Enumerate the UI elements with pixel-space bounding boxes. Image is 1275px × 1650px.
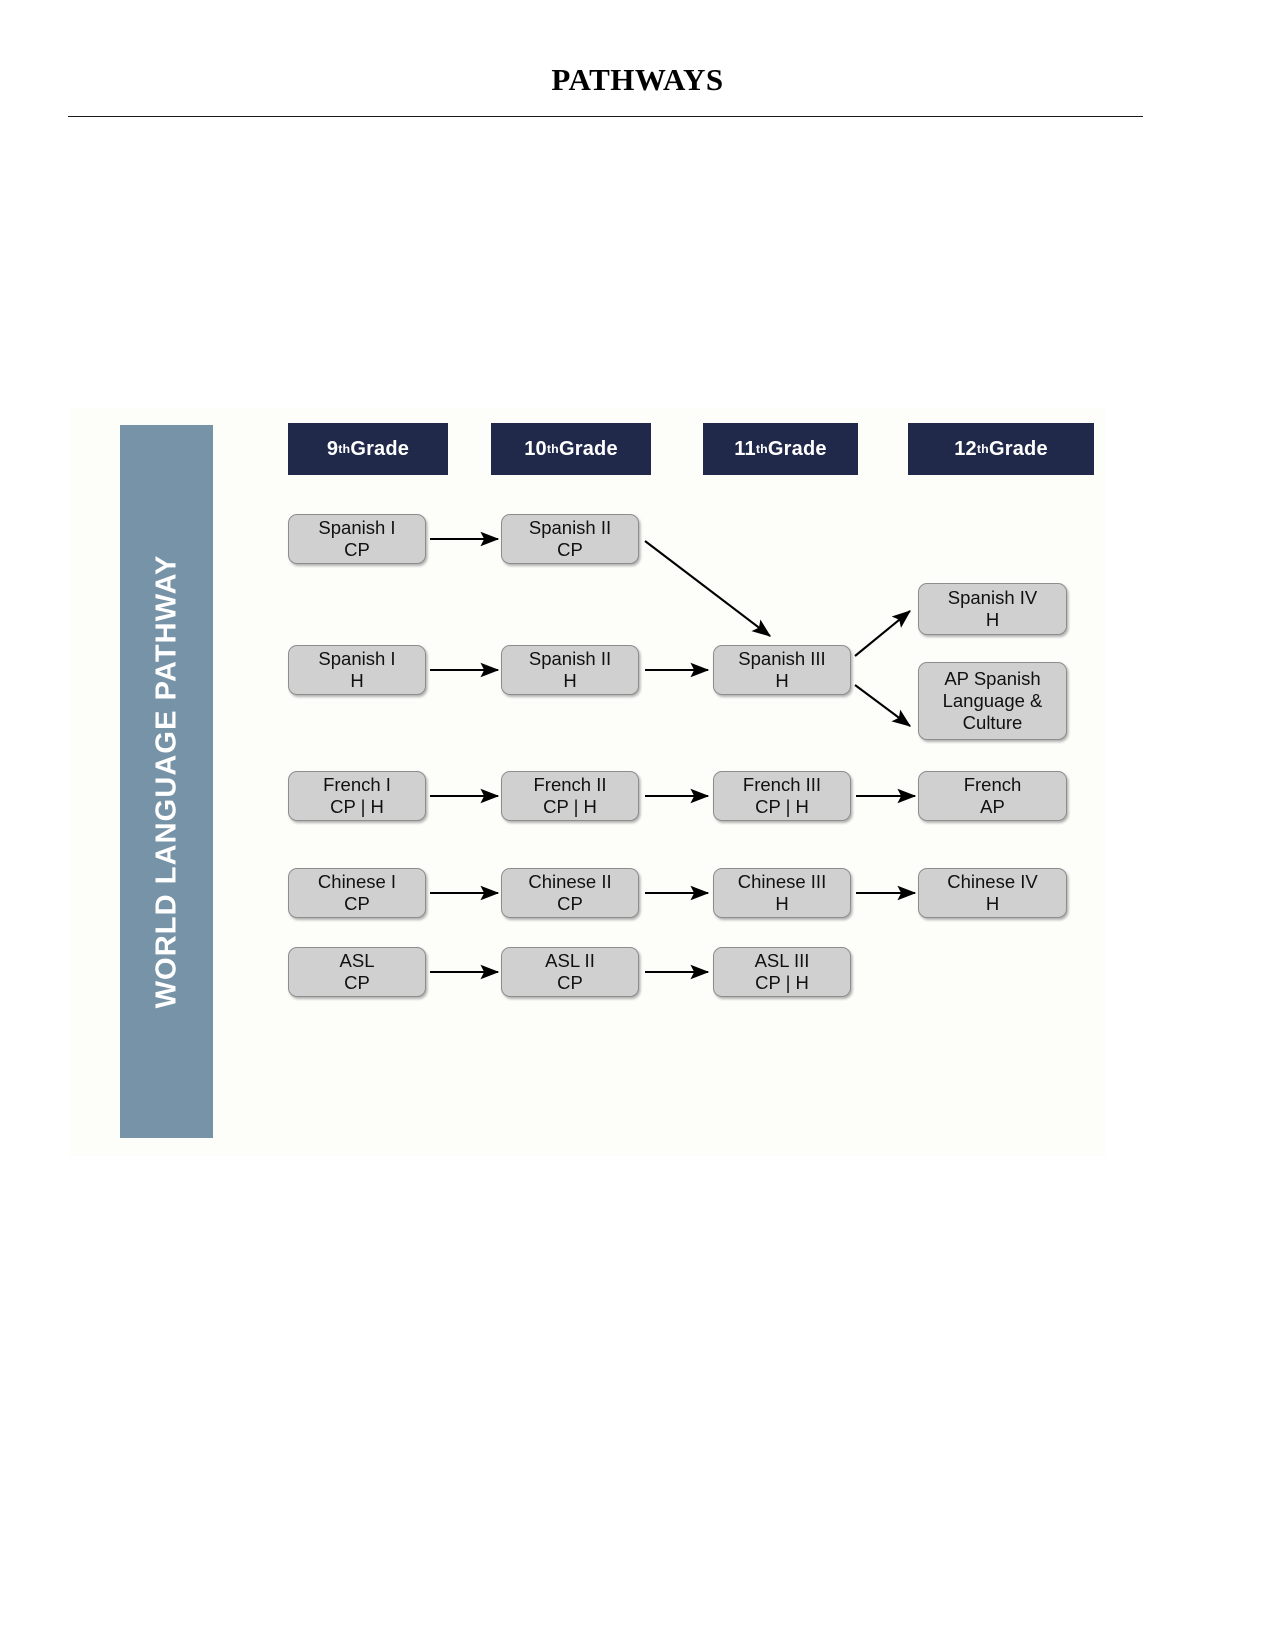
grade-number: 10 xyxy=(524,437,547,460)
course-line-2: H xyxy=(350,670,364,691)
course-line-1: Spanish IV xyxy=(947,587,1038,609)
course-box-spanish-1-cp[interactable]: Spanish I CP xyxy=(288,514,426,564)
grade-number: 9 xyxy=(326,437,339,460)
title-divider xyxy=(68,116,1143,117)
course-line-1: AP Spanish xyxy=(944,668,1041,690)
course-line-1: French xyxy=(963,774,1022,796)
course-line-2: CP xyxy=(557,539,583,560)
course-line-2: CP xyxy=(344,972,370,993)
course-line-2: CP xyxy=(344,893,370,914)
course-box-chinese-1[interactable]: Chinese I CP xyxy=(288,868,426,918)
course-line-1: ASL xyxy=(339,950,375,972)
course-box-asl-1[interactable]: ASL CP xyxy=(288,947,426,997)
course-box-chinese-2[interactable]: Chinese II CP xyxy=(501,868,639,918)
course-line-2: H xyxy=(985,893,1000,914)
course-line-1: ASL III xyxy=(754,950,810,972)
grade-number: 11 xyxy=(734,437,756,460)
course-box-chinese-3[interactable]: Chinese III H xyxy=(713,868,851,918)
course-line-2: CP xyxy=(557,893,583,914)
course-line-1: Chinese III xyxy=(737,871,827,893)
course-box-spanish-2-cp[interactable]: Spanish II CP xyxy=(501,514,639,564)
grade-number: 12 xyxy=(954,437,977,460)
course-box-french-2[interactable]: French II CP | H xyxy=(501,771,639,821)
course-box-asl-3[interactable]: ASL III CP | H xyxy=(713,947,851,997)
course-line-1: Spanish II xyxy=(528,648,612,670)
course-box-ap-spanish-language-culture[interactable]: AP Spanish Language & Culture xyxy=(918,662,1067,740)
course-line-2: CP | H xyxy=(755,796,809,817)
course-line-1: Spanish I xyxy=(318,517,396,539)
course-box-spanish-1-h[interactable]: Spanish I H xyxy=(288,645,426,695)
course-line-2: CP xyxy=(557,972,583,993)
course-box-spanish-3-h[interactable]: Spanish III H xyxy=(713,645,851,695)
course-line-1: ASL II xyxy=(545,950,595,972)
course-line-1: Spanish I xyxy=(318,648,396,670)
course-line-1: Chinese IV xyxy=(947,871,1038,893)
course-line-2: CP xyxy=(344,539,370,560)
course-line-2: AP xyxy=(980,796,1005,817)
course-line-2: H xyxy=(563,670,577,691)
course-line-1: French III xyxy=(742,774,822,796)
course-line-1: French II xyxy=(533,774,607,796)
course-line-2: CP | H xyxy=(755,972,809,993)
course-box-spanish-4-h[interactable]: Spanish IV H xyxy=(918,583,1067,635)
course-line-1: French I xyxy=(323,774,391,796)
course-line-1: Chinese II xyxy=(528,871,612,893)
course-box-french-ap[interactable]: French AP xyxy=(918,771,1067,821)
course-box-french-1[interactable]: French I CP | H xyxy=(288,771,426,821)
course-line-1: Spanish II xyxy=(528,517,612,539)
course-line-1: Spanish III xyxy=(738,648,826,670)
pathway-banner: WORLD LANGUAGE PATHWAY xyxy=(120,425,213,1138)
grade-suffix: Grade xyxy=(988,437,1048,460)
course-box-chinese-4[interactable]: Chinese IV H xyxy=(918,868,1067,918)
course-line-2: Language & xyxy=(942,690,1043,712)
page-title: PATHWAYS xyxy=(551,62,724,97)
course-line-2: H xyxy=(775,670,789,691)
grade-suffix: Grade xyxy=(350,437,410,460)
course-box-spanish-2-h[interactable]: Spanish II H xyxy=(501,645,639,695)
grade-suffix: Grade xyxy=(558,437,618,460)
course-line-2: H xyxy=(985,609,1000,630)
course-line-2: H xyxy=(775,893,789,914)
course-line-3: Culture xyxy=(962,711,1023,733)
pathway-banner-label: WORLD LANGUAGE PATHWAY xyxy=(150,554,183,1009)
grade-suffix: Grade xyxy=(767,437,827,460)
course-box-french-3[interactable]: French III CP | H xyxy=(713,771,851,821)
course-line-1: Chinese I xyxy=(317,871,397,893)
course-box-asl-2[interactable]: ASL II CP xyxy=(501,947,639,997)
course-line-2: CP | H xyxy=(543,796,597,817)
course-line-2: CP | H xyxy=(330,796,384,817)
